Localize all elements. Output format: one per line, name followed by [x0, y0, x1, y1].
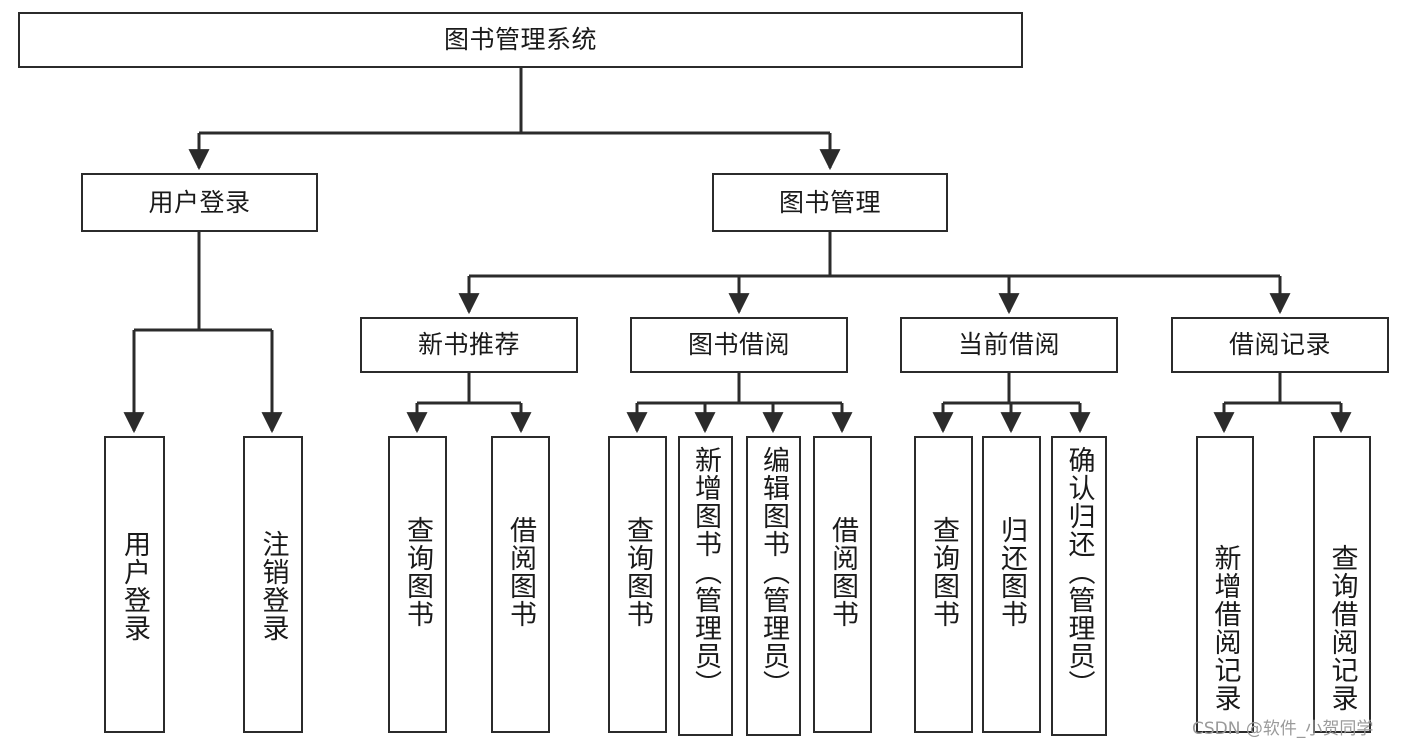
node-label: 借阅图书: [827, 516, 858, 628]
node-label: 新增借阅记录: [1209, 544, 1241, 712]
watermark-text: CSDN @软件_小贺同学: [1192, 719, 1374, 739]
node-label: 查询图书: [622, 516, 653, 628]
node-label: 图书借阅: [687, 330, 790, 360]
node-label: 确认归还（管理员）: [1063, 446, 1095, 698]
node-label: 注销登录: [257, 530, 289, 642]
node-book-management[interactable]: 图书管理: [712, 173, 948, 232]
leaf-query-books-borrow[interactable]: 查询图书: [608, 436, 667, 733]
leaf-edit-book-admin[interactable]: 编辑图书（管理员）: [746, 436, 801, 736]
node-current-borrowing[interactable]: 当前借阅: [900, 317, 1118, 373]
node-book-borrowing[interactable]: 图书借阅: [630, 317, 848, 373]
node-user-login[interactable]: 用户登录: [81, 173, 318, 232]
leaf-query-books-current[interactable]: 查询图书: [914, 436, 973, 733]
node-label: 当前借阅: [957, 330, 1060, 360]
node-new-book-recommendation[interactable]: 新书推荐: [360, 317, 578, 373]
leaf-return-books[interactable]: 归还图书: [982, 436, 1041, 733]
node-root-system[interactable]: 图书管理系统: [18, 12, 1023, 68]
leaf-query-books-rec[interactable]: 查询图书: [388, 436, 447, 733]
node-label: 查询借阅记录: [1326, 544, 1358, 712]
node-label: 新增图书（管理员）: [690, 446, 721, 698]
node-label: 借阅图书: [505, 516, 536, 628]
node-label: 归还图书: [996, 516, 1027, 628]
leaf-add-borrow-record[interactable]: 新增借阅记录: [1196, 436, 1254, 733]
node-borrowing-record[interactable]: 借阅记录: [1171, 317, 1389, 373]
node-label: 编辑图书（管理员）: [758, 446, 789, 698]
leaf-confirm-return-admin[interactable]: 确认归还（管理员）: [1051, 436, 1107, 736]
node-label: 图书管理系统: [443, 25, 597, 55]
leaf-borrow-books-borrow[interactable]: 借阅图书: [813, 436, 872, 733]
node-label: 新书推荐: [417, 330, 520, 360]
node-label: 用户登录: [148, 187, 251, 217]
leaf-borrow-books-rec[interactable]: 借阅图书: [491, 436, 550, 733]
node-label: 用户登录: [119, 530, 150, 642]
leaf-query-borrow-record[interactable]: 查询借阅记录: [1313, 436, 1371, 733]
leaf-add-book-admin[interactable]: 新增图书（管理员）: [678, 436, 733, 736]
leaf-user-login[interactable]: 用户登录: [104, 436, 165, 733]
leaf-logout[interactable]: 注销登录: [243, 436, 303, 733]
node-label: 查询图书: [402, 516, 433, 628]
node-label: 查询图书: [928, 516, 959, 628]
node-label: 图书管理: [778, 187, 881, 217]
node-label: 借阅记录: [1228, 330, 1331, 360]
